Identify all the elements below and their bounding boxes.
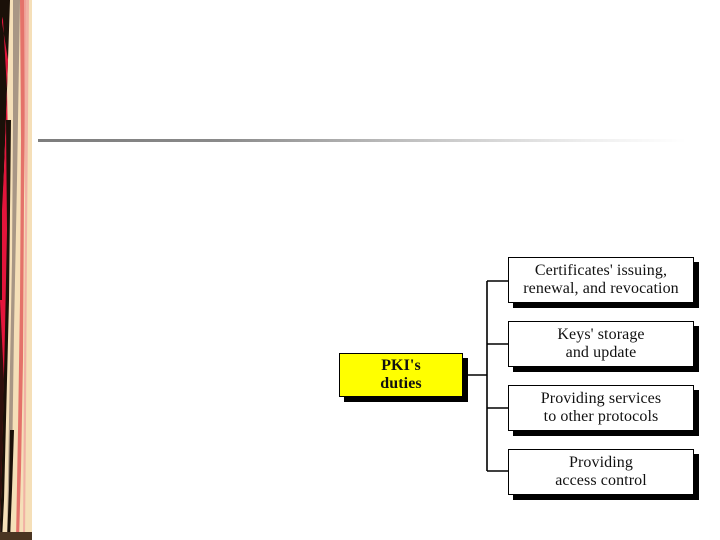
- node-certificates-label: Certificates' issuing, renewal, and revo…: [517, 262, 685, 298]
- node-keys-line2: and update: [565, 344, 637, 361]
- node-keys[interactable]: Keys' storage and update: [508, 321, 694, 367]
- node-keys-line1: Keys' storage: [557, 326, 645, 344]
- brush-stripe-art: [0, 0, 32, 540]
- decorative-brush-stripe: [0, 0, 32, 540]
- node-access-control[interactable]: Providing access control: [508, 449, 694, 495]
- header-divider-rule: [38, 139, 686, 142]
- node-certificates-line2: renewal, and revocation: [523, 280, 679, 297]
- node-access-control-line2: access control: [555, 472, 647, 489]
- node-access-control-label: Providing access control: [549, 454, 653, 490]
- node-pki-duties-label: PKI's duties: [374, 357, 428, 393]
- node-services-line1: Providing services: [540, 390, 662, 408]
- node-keys-label: Keys' storage and update: [551, 326, 650, 362]
- node-pki-duties-line2: duties: [380, 375, 422, 392]
- node-pki-duties-line1: PKI's: [381, 357, 421, 375]
- node-services-label: Providing services to other protocols: [535, 390, 667, 426]
- node-services[interactable]: Providing services to other protocols: [508, 385, 694, 431]
- node-certificates-line1: Certificates' issuing,: [534, 262, 668, 280]
- node-services-line2: to other protocols: [543, 408, 659, 425]
- node-certificates[interactable]: Certificates' issuing, renewal, and revo…: [508, 257, 694, 303]
- node-access-control-line1: Providing: [568, 454, 634, 472]
- node-pki-duties[interactable]: PKI's duties: [339, 353, 463, 397]
